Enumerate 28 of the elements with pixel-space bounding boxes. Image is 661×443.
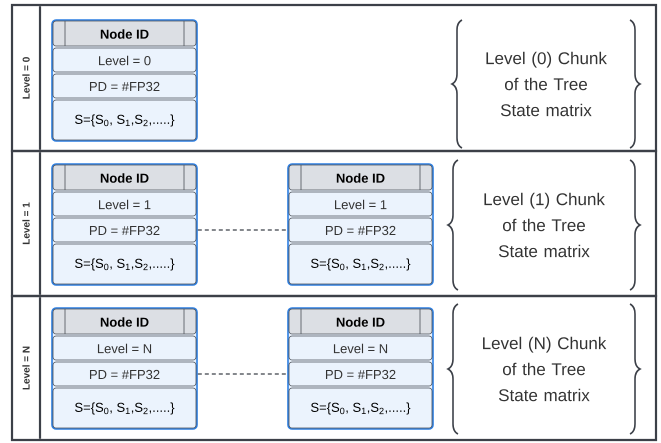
chunk-label: Level (0) Chunk of the Tree State matrix xyxy=(486,52,607,116)
state-cell: S={S$_{0}$, S$_{1}$,S$_{2}$,.....} xyxy=(52,388,196,428)
header-cell: Node ID xyxy=(288,164,432,190)
level-cell: Level = N xyxy=(288,336,432,360)
state-cell: S={S$_{0}$, S$_{1}$,S$_{2}$,.....} xyxy=(288,388,432,428)
state-cell: S={S$_{0}$, S$_{1}$,S$_{2}$,.....} xyxy=(288,244,432,284)
header-cell: Node ID xyxy=(52,20,196,46)
chunk-label: Level (1) Chunk of the Tree State matrix xyxy=(484,192,605,258)
dashed-connector xyxy=(198,373,288,375)
lane-label: Level = 1 xyxy=(22,202,30,244)
state-cell: S={S$_{0}$, S$_{1}$,S$_{2}$,.....} xyxy=(52,244,196,284)
pd-cell: PD = #FP32 xyxy=(288,362,432,386)
lane-label: Level = N xyxy=(22,346,30,390)
level-cell: Level = 1 xyxy=(288,192,432,216)
header-cell: Node ID xyxy=(52,164,196,190)
dashed-connector xyxy=(198,229,288,231)
state-cell: S={S$_{0}$, S$_{1}$,S$_{2}$,.....} xyxy=(52,100,196,140)
level-cell: Level = 0 xyxy=(52,48,196,72)
level-cell: Level = N xyxy=(52,336,196,360)
header-cell: Node ID xyxy=(288,308,432,334)
pd-cell: PD = #FP32 xyxy=(52,74,196,98)
pd-cell: PD = #FP32 xyxy=(288,218,432,242)
lane-label: Level = 0 xyxy=(22,57,30,99)
pd-cell: PD = #FP32 xyxy=(52,362,196,386)
chunk-label: Level (N) Chunk of the Tree State matrix xyxy=(483,336,606,402)
level-cell: Level = 1 xyxy=(52,192,196,216)
pd-cell: PD = #FP32 xyxy=(52,218,196,242)
header-cell: Node ID xyxy=(52,308,196,334)
